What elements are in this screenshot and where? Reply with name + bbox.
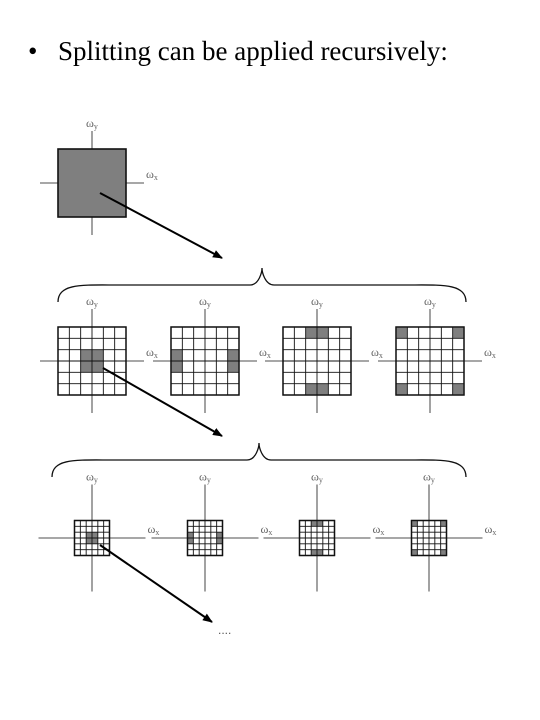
level1-panel-2-border xyxy=(170,326,240,396)
level1-panel-1-omega-y-label: ωy xyxy=(86,294,98,309)
level2-panel-4-shaded-cell-2 xyxy=(411,549,418,556)
level1-panel-1-border xyxy=(57,326,127,396)
level2-panel-4-shaded-cell-1 xyxy=(440,520,447,527)
arrow-level1-to-level2 xyxy=(102,367,223,437)
level1-panel-3-shaded-cell-1 xyxy=(317,327,329,339)
level1-panel-3-omega-y-label: ωy xyxy=(311,294,323,309)
level1-panel-3-shaded-cell-0 xyxy=(305,327,317,339)
level1-panel-4-shaded-cell-1 xyxy=(452,327,464,339)
level1-panel-4-border xyxy=(395,326,465,396)
level1-panel-2-shaded-cell-2 xyxy=(227,349,239,361)
level1-panel-2-shaded-cell-0 xyxy=(171,349,183,361)
level2-panel-2-shaded-cell-1 xyxy=(187,538,194,544)
level1-panel-1-shaded-cell-0 xyxy=(80,349,92,361)
level2-panel-2-shaded-cell-3 xyxy=(216,538,223,544)
level2-panel-3-omega-x-label: ωx xyxy=(373,522,385,537)
arrow-level0-to-level1 xyxy=(99,192,223,259)
level2-panel-4-omega-y-label: ωy xyxy=(423,470,435,485)
level1-panel-4-shaded-cell-0 xyxy=(396,327,408,339)
level1-panel-3-shaded-cell-2 xyxy=(305,383,317,395)
level0-panel-omega-y-label: ωy xyxy=(86,116,98,131)
level1-panel-4-shaded-cell-2 xyxy=(396,383,408,395)
level2-panel-1-border xyxy=(73,519,111,557)
heading-text: Splitting can be applied recursively: xyxy=(58,36,448,66)
level2-panel-3-shaded-cell-2 xyxy=(311,549,317,556)
level1-panel-1-shaded-cell-3 xyxy=(92,361,104,373)
level2-panel-1-shaded-cell-2 xyxy=(86,538,92,544)
brace-level1 xyxy=(57,267,467,303)
brace-level2 xyxy=(51,442,467,478)
level1-panel-4-omega-x-label: ωx xyxy=(484,345,496,360)
level1-panel-1-omega-x-label: ωx xyxy=(146,345,158,360)
level2-panel-4-shaded-cell-0 xyxy=(411,520,418,527)
arrow-level2-to-next xyxy=(99,544,213,623)
bullet-glyph: • xyxy=(28,36,38,66)
continuation-ellipsis: .... xyxy=(218,623,231,637)
level2-panel-3-shaded-cell-0 xyxy=(311,520,317,527)
level2-panel-2-omega-x-label: ωx xyxy=(261,522,273,537)
level2-panel-3-border xyxy=(298,519,336,557)
level2-panel-3-omega-y-label: ωy xyxy=(311,470,323,485)
level1-panel-2-omega-y-label: ωy xyxy=(199,294,211,309)
level2-panel-2-omega-y-label: ωy xyxy=(199,470,211,485)
level1-panel-4-omega-y-label: ωy xyxy=(424,294,436,309)
level2-panel-3-shaded-cell-3 xyxy=(317,549,323,556)
level2-panel-1-omega-x-label: ωx xyxy=(148,522,160,537)
level2-panel-1-shaded-cell-3 xyxy=(92,538,98,544)
level1-panel-2-omega-x-label: ωx xyxy=(259,345,271,360)
level1-panel-1-shaded-cell-2 xyxy=(80,361,92,373)
level0-panel-omega-x-label: ωx xyxy=(146,167,158,182)
level2-panel-4-shaded-cell-3 xyxy=(440,549,447,556)
level2-panel-4-omega-x-label: ωx xyxy=(485,522,497,537)
level1-panel-4-shaded-cell-3 xyxy=(452,383,464,395)
slide-heading: • Splitting can be applied recursively: xyxy=(28,36,448,67)
level1-panel-2-shaded-cell-3 xyxy=(227,361,239,373)
level2-panel-2-border xyxy=(186,519,224,557)
level2-panel-1-omega-y-label: ωy xyxy=(86,470,98,485)
level1-panel-3-omega-x-label: ωx xyxy=(371,345,383,360)
level1-panel-3-shaded-cell-3 xyxy=(317,383,329,395)
level0-panel-block xyxy=(57,148,127,218)
level2-panel-4-border xyxy=(410,519,448,557)
level1-panel-1-shaded-cell-1 xyxy=(92,349,104,361)
level2-panel-1-shaded-cell-1 xyxy=(92,532,98,538)
level1-panel-2-shaded-cell-1 xyxy=(171,361,183,373)
level2-panel-3-shaded-cell-1 xyxy=(317,520,323,527)
level2-panel-1-shaded-cell-0 xyxy=(86,532,92,538)
level2-panel-2-shaded-cell-0 xyxy=(187,532,194,538)
level2-panel-2-shaded-cell-2 xyxy=(216,532,223,538)
level1-panel-3-border xyxy=(282,326,352,396)
